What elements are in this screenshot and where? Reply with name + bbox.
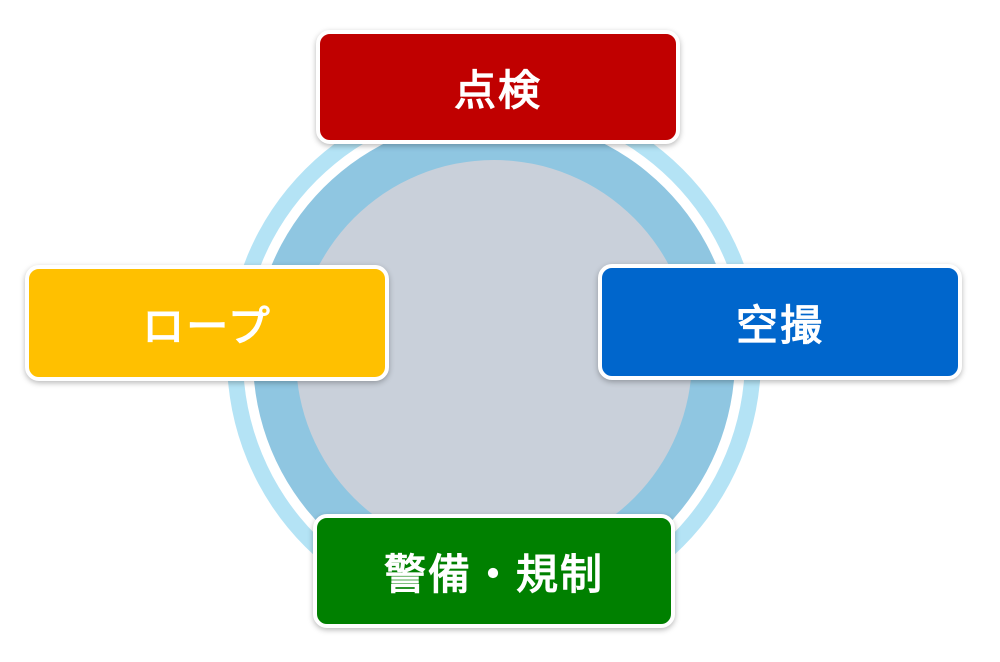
node-rope: ロープ <box>25 265 389 381</box>
node-inspection-label: 点検 <box>453 65 542 115</box>
node-security-label: 警備・規制 <box>383 549 604 599</box>
node-aerial-label: 空撮 <box>735 300 824 350</box>
node-aerial: 空撮 <box>598 264 962 380</box>
node-rope-label: ロープ <box>142 301 272 351</box>
node-security: 警備・規制 <box>313 514 675 628</box>
node-inspection: 点検 <box>316 30 680 144</box>
